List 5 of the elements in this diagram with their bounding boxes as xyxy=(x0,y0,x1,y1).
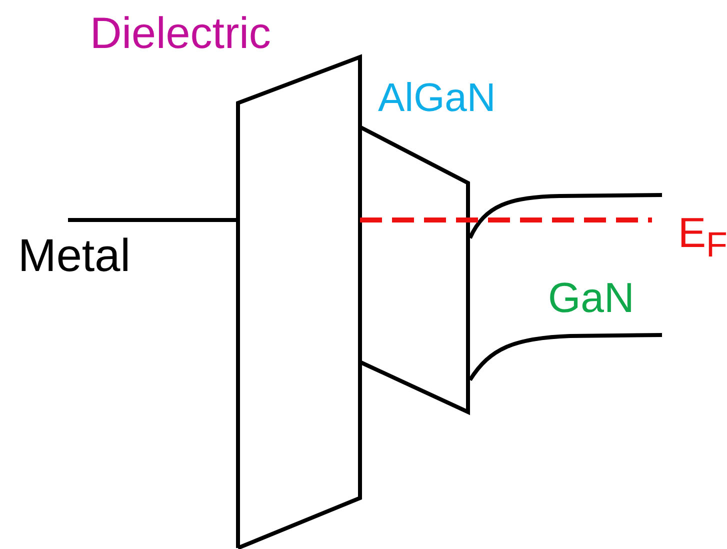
layer-label: Dielectric xyxy=(90,12,271,56)
layer-label: GaN xyxy=(548,277,634,319)
layer-label: Metal xyxy=(18,232,130,278)
fermi-level-label: E$_{F}$ xyxy=(678,212,727,262)
layer-label: AlGaN xyxy=(378,78,496,118)
